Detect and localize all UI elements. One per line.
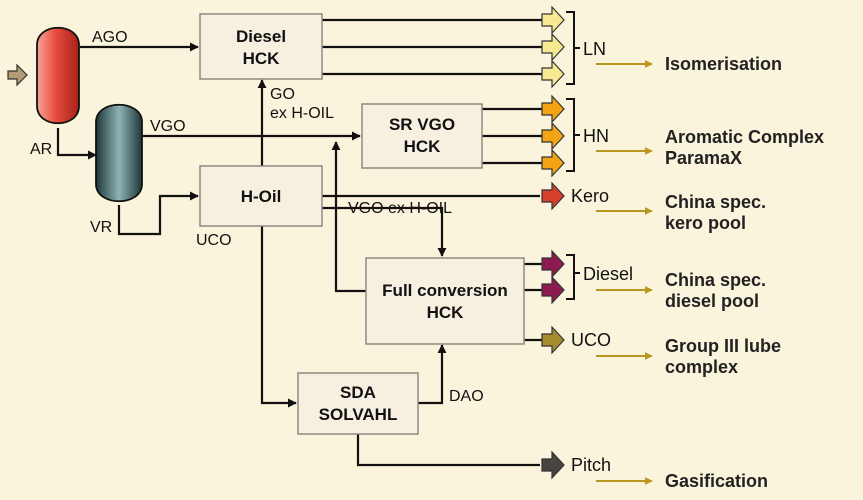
diesel-hck-box	[199, 13, 323, 80]
pitch-label: Pitch	[571, 455, 611, 475]
gasification-label: Gasification	[665, 471, 768, 491]
brackets	[566, 11, 580, 300]
kero-label: Kero	[571, 186, 609, 206]
full-conversion-title-1: Full conversion	[382, 281, 508, 300]
vgo-ex-hoil-line	[322, 206, 447, 257]
ex-hoil-label: ex H-OIL	[270, 105, 334, 122]
diesel-label: Diesel	[583, 264, 633, 284]
block-arrows	[7, 5, 565, 480]
sr-vgo-hck-title-2: HCK	[404, 137, 442, 156]
destination-arrows	[596, 60, 653, 485]
diesel-hck-title-1: Diesel	[236, 27, 286, 46]
vacuum-column	[95, 103, 143, 203]
vgo-label: VGO	[150, 118, 186, 135]
aromatic-label-2: ParamaX	[665, 148, 742, 168]
diesel-bracket	[566, 254, 580, 300]
diesel-hck-title-2: HCK	[243, 49, 281, 68]
full-conversion-title-2: HCK	[427, 303, 465, 322]
full-conversion-hck-box	[365, 257, 525, 345]
kero-pool-label-2: kero pool	[665, 213, 746, 233]
sda-title-2: SOLVAHL	[319, 405, 398, 424]
kero-arrow	[541, 181, 565, 211]
ar-label: AR	[30, 141, 52, 158]
sr-vgo-hck-box	[361, 103, 483, 169]
process-lines	[56, 18, 542, 467]
aromatic-label-1: Aromatic Complex	[665, 127, 824, 147]
ln-bracket	[566, 11, 580, 85]
ar-line	[56, 128, 97, 160]
ln-arrow-2	[541, 32, 565, 62]
vgo-ex-hoil-label: VGO ex H-OIL	[348, 200, 452, 217]
ago-label: AGO	[92, 29, 128, 46]
pitch-arrow	[541, 450, 565, 480]
uco-line	[260, 226, 297, 408]
ln-arrow-1	[541, 5, 565, 35]
vr-label: VR	[90, 219, 112, 236]
diesel-pool-label-2: diesel pool	[665, 291, 759, 311]
pitch-line	[356, 434, 540, 467]
isomerisation-label: Isomerisation	[665, 54, 782, 74]
lube-label-2: complex	[665, 357, 738, 377]
kero-pool-label-1: China spec.	[665, 192, 766, 212]
h-oil-box	[199, 165, 323, 227]
vr-line	[117, 191, 199, 236]
uco-in-label: UCO	[196, 232, 232, 249]
dao-label: DAO	[449, 388, 484, 405]
sda-title-1: SDA	[340, 383, 376, 402]
atmospheric-column	[36, 26, 80, 125]
diesel-arrow-2	[541, 275, 565, 305]
recycle-line	[331, 141, 366, 293]
distillation-columns	[36, 26, 143, 203]
hn-arrow-2	[541, 121, 565, 151]
uco-arrow	[541, 325, 565, 355]
diesel-pool-label-1: China spec.	[665, 270, 766, 290]
go-label: GO	[270, 86, 295, 103]
h-oil-title: H-Oil	[241, 187, 282, 206]
hn-arrow-3	[541, 148, 565, 178]
ln-label: LN	[583, 39, 606, 59]
dao-line	[418, 344, 447, 405]
sda-solvahl-box	[297, 372, 419, 435]
sr-vgo-hck-title-1: SR VGO	[389, 115, 455, 134]
feed-arrow	[7, 63, 28, 87]
hn-arrow-1	[541, 94, 565, 124]
hn-bracket	[566, 98, 580, 172]
lube-label-1: Group III lube	[665, 336, 781, 356]
ln-arrow-3	[541, 59, 565, 89]
unit-boxes	[199, 13, 525, 435]
hn-label: HN	[583, 126, 609, 146]
uco-out-label: UCO	[571, 330, 611, 350]
diesel-arrow-1	[541, 249, 565, 279]
